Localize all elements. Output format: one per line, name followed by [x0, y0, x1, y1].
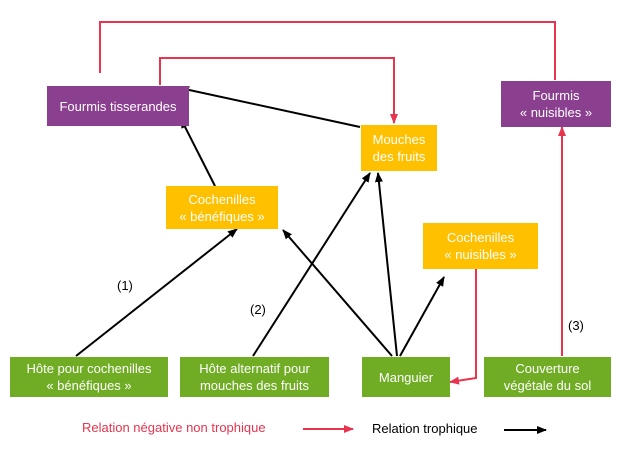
node-couverture-vegetale: Couverture végétale du sol: [484, 357, 611, 397]
node-fourmis-nuisibles: Fourmis « nuisibles »: [501, 81, 611, 127]
node-mouches-des-fruits: Mouches des fruits: [361, 125, 437, 171]
edge-hote-coch-to-coch-benef: [75, 228, 238, 357]
edge-mouches-to-tisserandes: [179, 85, 361, 128]
edge-coch-benef-to-tisserandes: [180, 118, 216, 187]
node-cochenilles-nuisibles: Cochenilles « nuisibles »: [423, 223, 538, 269]
legend-negative-label: Relation négative non trophique: [82, 420, 266, 435]
edge-fourmis-nuisibles-to-tisserandes: [99, 21, 556, 80]
edge-coch-nuisibles-to-manguier: [449, 268, 477, 385]
edge-hote-alt-to-mouches: [252, 172, 371, 357]
label-3: (3): [568, 318, 584, 333]
edge-manguier-to-mouches: [374, 172, 398, 357]
label-2: (2): [250, 302, 266, 317]
node-hote-cochenilles: Hôte pour cochenilles « bénéfiques »: [10, 357, 168, 397]
node-cochenilles-benefiques: Cochenilles « bénéfiques »: [166, 186, 278, 229]
node-fourmis-tisserandes: Fourmis tisserandes: [47, 86, 189, 126]
label-1: (1): [117, 278, 133, 293]
edge-manguier-to-coch-nuisibles: [399, 276, 445, 357]
edge-manguier-to-coch-benef: [282, 229, 393, 357]
node-hote-alternatif: Hôte alternatif pour mouches des fruits: [180, 357, 329, 397]
node-manguier: Manguier: [362, 357, 450, 397]
edge-tisserandes-to-mouches: [159, 57, 398, 124]
legend-trophic-label: Relation trophique: [372, 421, 478, 436]
